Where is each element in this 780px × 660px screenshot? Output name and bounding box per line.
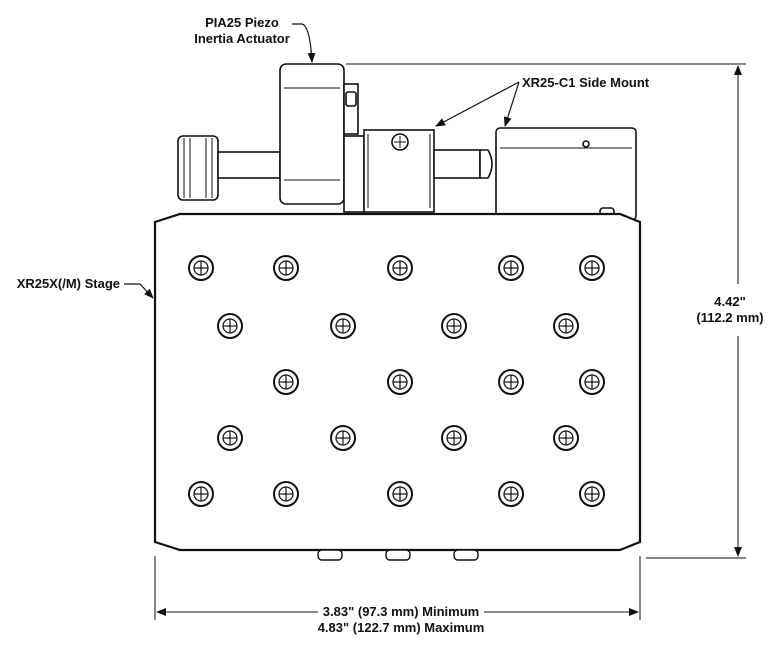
dimension-lines [154,63,746,620]
actuator-assembly [177,63,637,221]
screw-hole-icon [273,255,299,281]
screw-hole-icon [188,255,214,281]
screw-hole-icon [441,313,467,339]
width-dim-maximum: 4.83" (122.7 mm) Maximum [318,620,485,635]
piezo-body [279,63,345,205]
screw-hole-icon [498,369,524,395]
screw-hole-icon [387,369,413,395]
screw-hole-icon [498,255,524,281]
screw-hole-icon [498,481,524,507]
screw-hole-icon [579,481,605,507]
stage-label: XR25X(/M) Stage [17,276,120,291]
screw-hole-icon [330,425,356,451]
screw-hole-icon [441,425,467,451]
screw-hole-icon [217,313,243,339]
screw-hole-grid [188,255,605,507]
stage-foot [317,549,343,561]
height-dim-inches: 4.42" [714,294,745,309]
stage-leader [124,283,154,299]
screw-hole-icon [217,425,243,451]
screw-hole-icon [273,369,299,395]
actuator-label: PIA25 Piezo [205,15,279,30]
side-mount-leader [503,81,520,127]
width-dim-minimum: 3.83" (97.3 mm) Minimum [323,604,479,619]
leader-lines [124,23,520,299]
screw-hole-icon [330,313,356,339]
screw-hole-icon [387,255,413,281]
screw-hole-icon [188,481,214,507]
right-stage-block [495,127,637,221]
stage-body [153,212,642,561]
actuator-shaft [217,151,281,179]
mount-bracket [343,135,365,213]
screw-hole-icon [553,313,579,339]
side-mount-label: XR25-C1 Side Mount [522,75,650,90]
actuator-label: Inertia Actuator [194,31,290,46]
side-mount-leader [435,81,520,127]
screw-hole-icon [387,481,413,507]
stage-foot [385,549,411,561]
screw-hole-icon [273,481,299,507]
screw-hole-icon [553,425,579,451]
screw-hole-icon [579,369,605,395]
stage-foot [453,549,479,561]
actuator-leader [292,23,316,63]
height-dim-mm: (112.2 mm) [696,310,763,325]
screw-hole-icon [579,255,605,281]
